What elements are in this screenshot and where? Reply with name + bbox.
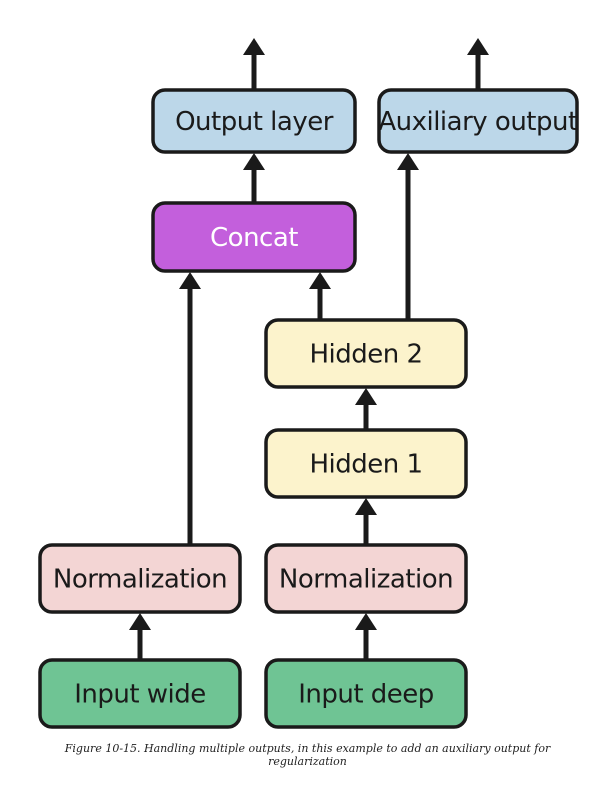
edge-normalization-deep-to-hidden-1 (355, 498, 377, 545)
edge-normalization-wide-to-concat (179, 272, 201, 545)
edge-input-wide-to-normalization-wide (129, 613, 151, 660)
node-box (38, 658, 242, 729)
edge-concat-to-output-layer (243, 153, 265, 203)
caption-line-2: regularization (268, 755, 347, 768)
neural-network-diagram: Output layer Auxiliary outputConcatHidden… (38, 38, 579, 729)
node-input-deep: Input deep (264, 658, 468, 729)
node-hidden-2: Hidden 2 (264, 318, 468, 389)
node-normalization-wide: Normalization (38, 543, 242, 614)
arrowhead (355, 498, 377, 515)
node-box (264, 543, 468, 614)
node-auxiliary-output: Auxiliary output (377, 88, 579, 154)
node-output-layer: Output layer (151, 88, 357, 154)
figure-caption: Figure 10-15. Handling multiple outputs,… (40, 742, 575, 768)
node-concat: Concat (151, 201, 357, 273)
node-hidden-1: Hidden 1 (264, 428, 468, 499)
node-box (264, 318, 468, 389)
node-label: Input deep (298, 680, 434, 710)
node-box (151, 201, 357, 273)
node-box (377, 88, 579, 154)
edge-input-deep-to-normalization-deep (355, 613, 377, 660)
arrowhead (243, 38, 265, 55)
node-box (264, 428, 468, 499)
arrowhead (355, 613, 377, 630)
arrowhead (355, 388, 377, 405)
arrowhead (309, 272, 331, 289)
arrowhead (179, 272, 201, 289)
arrowhead (243, 153, 265, 170)
node-label: Input wide (74, 680, 206, 710)
edge-hidden-2-to-auxiliary-output (397, 153, 419, 320)
node-box (264, 658, 468, 729)
caption-line-1: Figure 10-15. Handling multiple outputs,… (64, 742, 551, 755)
node-box (38, 543, 242, 614)
node-label: Normalization (53, 565, 227, 595)
arrowhead (129, 613, 151, 630)
node-label: Auxiliary output (378, 107, 578, 137)
nodes-layer: Output layer Auxiliary outputConcatHidden… (38, 88, 579, 729)
edge-hidden-2-to-concat (309, 272, 331, 320)
arrowhead (397, 153, 419, 170)
node-label: Normalization (279, 565, 453, 595)
node-label: Concat (210, 223, 298, 253)
node-normalization-deep: Normalization (264, 543, 468, 614)
edge-auxiliary-output-to-out (467, 38, 489, 90)
arrowhead (467, 38, 489, 55)
node-label: Hidden 2 (309, 340, 422, 370)
edge-hidden-1-to-hidden-2 (355, 388, 377, 430)
node-label: Output layer (175, 107, 334, 137)
edge-output-layer-to-out (243, 38, 265, 90)
node-box (151, 88, 357, 154)
node-input-wide: Input wide (38, 658, 242, 729)
edges-layer (129, 38, 489, 660)
node-label: Hidden 1 (309, 450, 422, 480)
